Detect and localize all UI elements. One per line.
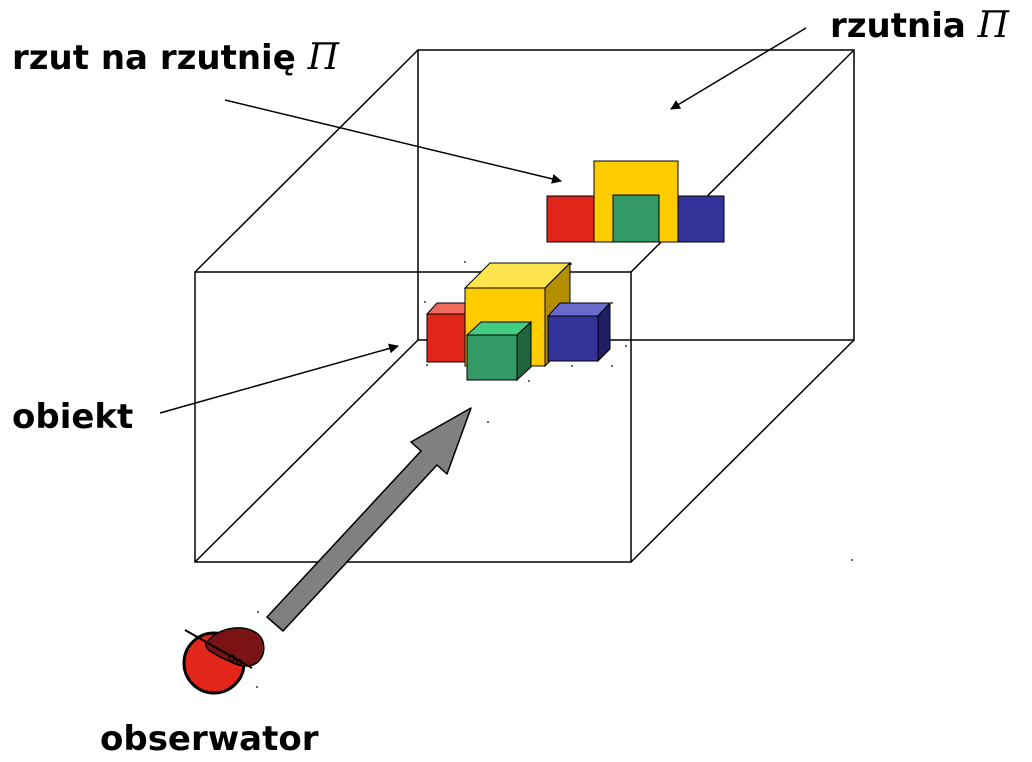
projection-label: rzut na rzutnię Π [12, 37, 340, 78]
green-cube [465, 320, 533, 382]
plane-symbol: Π [307, 37, 340, 78]
plane-pointer-arrow [670, 27, 807, 110]
projection-pointer-arrow [224, 99, 562, 184]
box-back-face-plane [417, 49, 855, 341]
blue-cube [546, 301, 612, 363]
construction-dots [256, 261, 853, 688]
observer-label: obserwator [100, 719, 319, 759]
projection-box [194, 49, 855, 563]
viewing-direction-arrow [266, 407, 472, 632]
box-edge [194, 339, 419, 563]
pointer-arrows [159, 27, 807, 414]
projection-green-square [612, 194, 660, 243]
object-cubes [425, 261, 612, 382]
plane-symbol: Π [977, 5, 1010, 46]
box-front-face [194, 271, 632, 563]
projection-image [546, 160, 725, 243]
object-label: obiekt [12, 397, 134, 437]
projection-blue-square [676, 195, 725, 243]
projection-plane-label: rzutnia Π [830, 5, 1010, 46]
object-pointer-arrow [159, 343, 399, 414]
box-edge [194, 49, 419, 273]
observer-icon [182, 627, 265, 695]
box-edge [630, 339, 855, 563]
projection-red-square [546, 195, 598, 243]
